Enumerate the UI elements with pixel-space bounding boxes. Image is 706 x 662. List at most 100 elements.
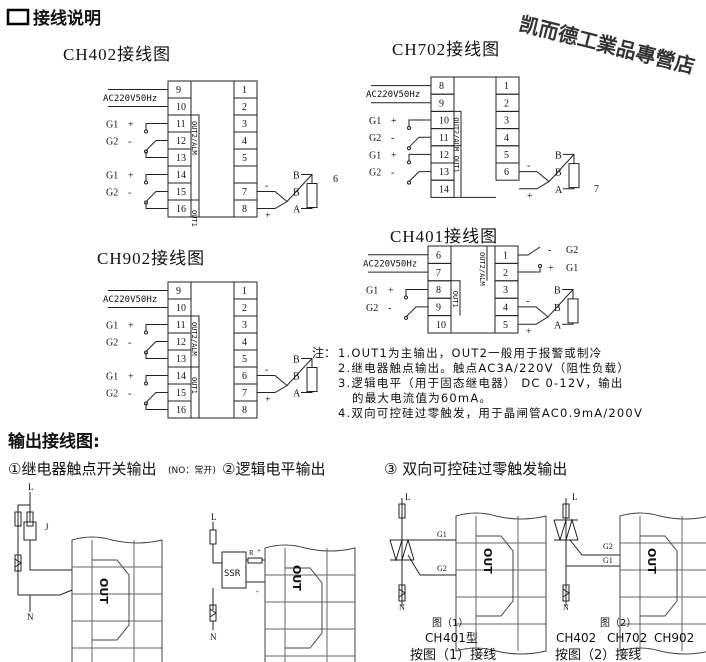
rtd-b-label: B xyxy=(293,355,300,366)
notes-prefix: 注： xyxy=(312,345,336,360)
fig1-model-prefix: CH xyxy=(425,631,442,645)
triac-icon xyxy=(553,518,579,542)
wire xyxy=(212,544,222,564)
fuse-icon xyxy=(562,503,570,519)
rtd-resistor-icon xyxy=(568,163,580,189)
terminal-number: 8 xyxy=(242,204,247,215)
relay-output-title: ①继电器触点开关输出 xyxy=(8,460,156,478)
input-plus-label: + xyxy=(391,150,397,161)
terminal-number: 9 xyxy=(176,286,181,297)
input-plus-label: + xyxy=(128,321,134,332)
terminal-number: 13 xyxy=(439,167,449,178)
power-label: AC220V50Hz xyxy=(103,94,157,104)
terminal-ch401-left xyxy=(427,315,452,334)
controller-body-outline xyxy=(455,512,547,655)
out1-bracket xyxy=(451,280,461,316)
input-g1-label: G1 xyxy=(369,150,381,161)
g2-wire xyxy=(407,554,456,576)
terminal-number: 11 xyxy=(176,119,186,130)
fuse-icon xyxy=(26,511,34,527)
terminal-number: 12 xyxy=(176,136,186,147)
rtd-resistor-icon xyxy=(306,183,318,208)
relay-nc-wire xyxy=(145,403,168,410)
out1-bracket xyxy=(190,199,200,217)
contact-point-icon xyxy=(407,160,411,165)
sensor-minus-label: - xyxy=(526,296,529,307)
terminal-number: 5 xyxy=(504,150,509,161)
input-plus-label: + xyxy=(128,372,134,383)
terminal-number: 9 xyxy=(176,85,181,96)
relay-switch-arm xyxy=(408,171,431,182)
relay-nc-wire xyxy=(145,151,168,158)
input-minus-label: - xyxy=(128,338,131,349)
ch402-title: CH402接线图 xyxy=(63,45,171,64)
neutral-n-label: N xyxy=(210,632,217,642)
rtd-resistor-icon xyxy=(306,367,318,392)
logic-plus-label: + xyxy=(257,547,261,555)
rtd-b-label: B xyxy=(293,188,300,199)
fig2-model: CH702 xyxy=(607,631,647,645)
relay-out-wire xyxy=(29,540,72,571)
relay-switch-arm xyxy=(145,140,168,151)
logic-output-title: ②逻辑电平输出 xyxy=(222,460,325,478)
input-plus-label: + xyxy=(388,286,394,297)
relay-j-label: J xyxy=(45,522,49,532)
out2-label: OUT2/ALM xyxy=(478,252,486,286)
input-plus-label: + xyxy=(128,171,134,182)
terminal-number: 10 xyxy=(436,320,446,331)
fig2-model: CH402 xyxy=(556,631,596,645)
relay-contact-wire xyxy=(408,153,431,162)
out1-label: OUT1 xyxy=(190,377,198,394)
rtd-resistor-icon xyxy=(567,298,579,324)
line-l-label: L xyxy=(405,492,411,502)
terminal-number: 16 xyxy=(176,405,186,416)
terminal-number: 5 xyxy=(242,354,247,365)
g2-label: G2 xyxy=(603,542,613,551)
terminal-number: 4 xyxy=(503,303,508,314)
ch902-title: CH902接线图 xyxy=(97,249,205,268)
ssr-label: SSR xyxy=(224,569,241,579)
relay-contact-wire xyxy=(145,174,168,182)
terminal-number: 3 xyxy=(242,119,247,130)
terminal-ch902-right xyxy=(233,400,258,419)
input-minus-label: - xyxy=(128,137,131,148)
note-line: 4.双向可控硅过零触发，用于晶闸管AC0.9mA/200V xyxy=(338,406,643,420)
terminal-number: 12 xyxy=(176,337,186,348)
input-g2-label: G2 xyxy=(106,188,118,199)
load-zigzag xyxy=(209,608,217,618)
triac-output-title: ③ 双向可控硅过零触发输出 xyxy=(384,460,567,478)
stray-label: 7 xyxy=(594,184,599,195)
input-minus-label: - xyxy=(128,188,131,199)
out-terminal-box xyxy=(476,535,514,617)
terminal-number: 10 xyxy=(439,116,449,127)
input-minus-label: - xyxy=(391,133,394,144)
out-label: OUT xyxy=(290,565,303,591)
input-g1-label: G1 xyxy=(106,171,118,182)
g1-label: G1 xyxy=(437,530,447,539)
relay-switch-arm xyxy=(145,191,168,202)
out-terminal-box xyxy=(285,567,323,649)
note-line: 的最大电流值为60mA。 xyxy=(352,391,492,405)
rtd-a-label: A xyxy=(555,185,563,196)
terminal-number: 16 xyxy=(176,204,186,215)
rtd-a-label: A xyxy=(554,320,562,331)
terminal-number: 9 xyxy=(436,303,441,314)
terminal-ch702-left xyxy=(430,179,455,198)
out1-bracket xyxy=(452,145,462,198)
out2-label: OUT2/ALM xyxy=(190,121,198,155)
power-label: AC220V50Hz xyxy=(363,259,417,269)
terminal-number: 7 xyxy=(436,268,441,279)
thermocouple-wire xyxy=(518,306,549,325)
out1-label: OUT1 xyxy=(451,291,459,308)
ssr-icon xyxy=(221,551,247,589)
store-watermark: 凯而德工業品專營店 xyxy=(517,12,697,79)
sensor-minus-label: - xyxy=(265,181,268,192)
relay-contact-wire xyxy=(145,123,168,131)
logic-minus-label: - xyxy=(256,587,259,596)
load-zigzag xyxy=(562,588,570,598)
terminal-number: 10 xyxy=(176,102,186,113)
neutral-n-label: N xyxy=(27,612,34,622)
input-g1-label: G1 xyxy=(106,321,118,332)
terminal-ch402-right xyxy=(233,165,258,184)
